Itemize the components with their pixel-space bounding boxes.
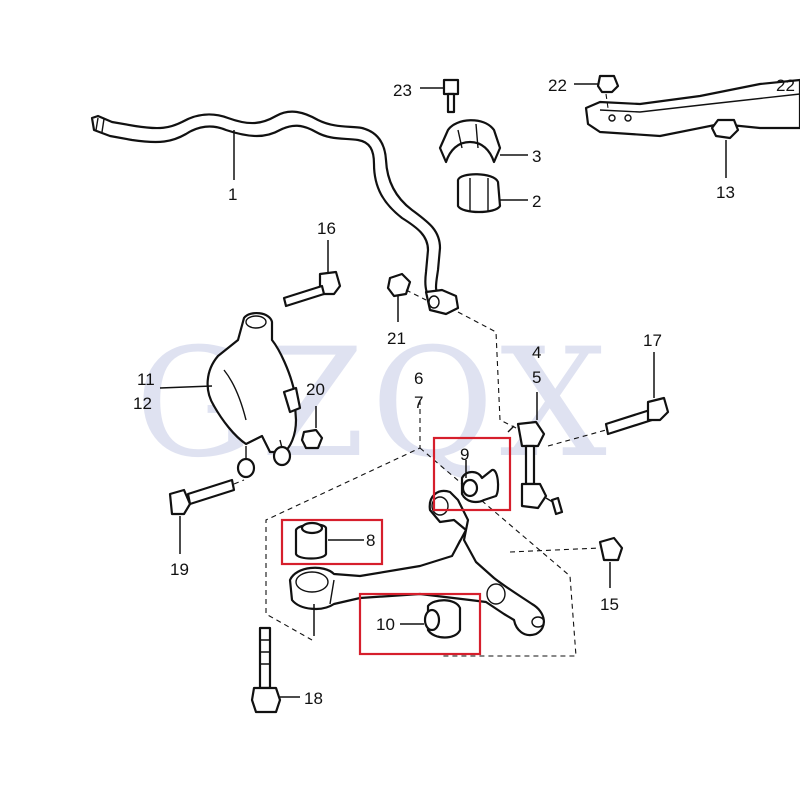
bushing-8-highlight: 8: [280, 518, 384, 566]
bolt-18: 18: [250, 626, 323, 714]
callout-label-8: 8: [366, 531, 375, 550]
steering-knuckle-11-12: 11 12: [133, 312, 302, 479]
callout-label-2: 2: [532, 192, 541, 211]
callout-label-3: 3: [532, 147, 541, 166]
callout-label-12: 12: [133, 394, 152, 413]
nut-15: 15: [509, 536, 624, 614]
callout-label-4: 4: [532, 343, 541, 362]
nut-22-left: 22: [548, 74, 620, 109]
bushing-9-highlight: 9: [432, 436, 512, 512]
bolt-19: 19: [168, 478, 245, 579]
callout-label-22b: 22: [776, 76, 795, 95]
callout-label-18: 18: [304, 689, 323, 708]
callout-label-13: 13: [716, 183, 735, 202]
bolt-23: 23: [393, 78, 460, 114]
callout-label-22a: 22: [548, 76, 567, 95]
callout-label-11: 11: [137, 370, 155, 389]
callout-label-7: 7: [414, 393, 423, 412]
nut-21: 21: [386, 272, 427, 348]
highlight-box-10: [358, 592, 482, 656]
callout-label-15: 15: [600, 595, 619, 614]
callout-label-9: 9: [460, 445, 469, 464]
callout-label-16: 16: [317, 219, 336, 238]
bushing-10-highlight: 10: [358, 592, 482, 656]
callout-label-20: 20: [306, 380, 325, 399]
callout-label-6: 6: [414, 369, 423, 388]
callout-label-10: 10: [376, 615, 395, 634]
stabilizer-end-link-bush: [424, 288, 460, 316]
callout-1: 1: [228, 130, 237, 204]
callout-label-17: 17: [643, 331, 662, 350]
callout-label-21: 21: [387, 329, 406, 348]
bolt-17: 17: [547, 331, 670, 447]
callout-label-19: 19: [170, 560, 189, 579]
nut-20: 20: [300, 380, 325, 450]
callout-label-5: 5: [532, 368, 541, 387]
subframe-13: 13: [584, 78, 800, 202]
callout-label-1: 1: [228, 185, 237, 204]
stabilizer-bushing-2: 2: [456, 173, 541, 214]
highlight-box-9: [432, 436, 512, 512]
callout-label-23: 23: [393, 81, 412, 100]
stabilizer-link-4-5: 4 5: [457, 311, 564, 516]
bushing-holder-3: 3: [438, 119, 541, 166]
bolt-16: 16: [282, 219, 342, 308]
stabilizer-bar: [90, 110, 442, 308]
highlight-box-8: [280, 518, 384, 566]
